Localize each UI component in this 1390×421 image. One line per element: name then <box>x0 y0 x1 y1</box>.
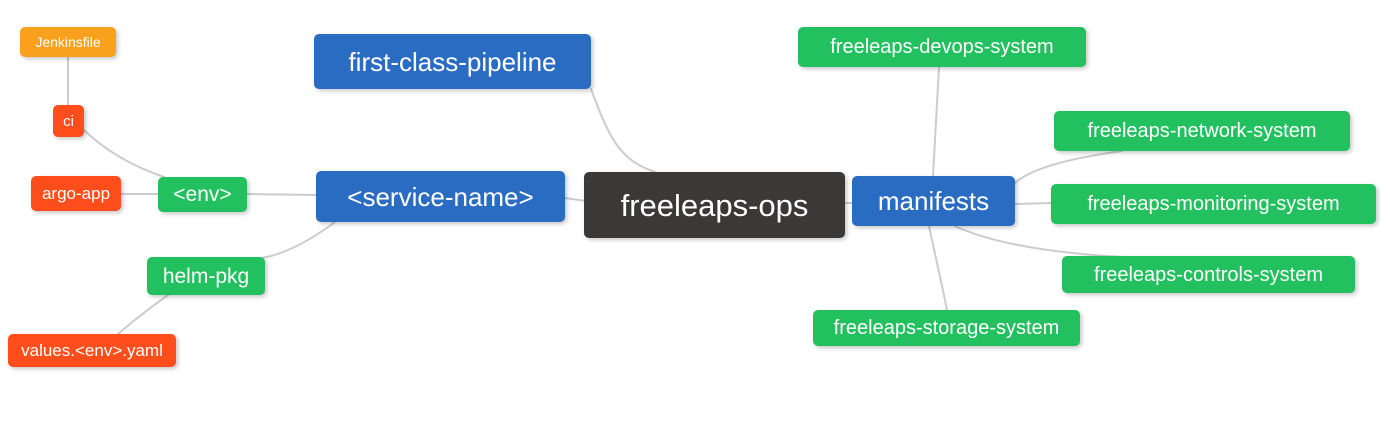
node-manifests[interactable]: manifests <box>852 176 1015 226</box>
node-argo-app[interactable]: argo-app <box>31 176 121 211</box>
edge-manifests-monitoring <box>1013 202 1052 205</box>
node-values-env-yaml[interactable]: values.<env>.yaml <box>8 334 176 367</box>
node-freeleaps-devops-system[interactable]: freeleaps-devops-system <box>798 27 1086 67</box>
edge-manifests-devops <box>932 66 940 177</box>
edge-root-fcp <box>590 88 656 173</box>
node-jenkinsfile[interactable]: Jenkinsfile <box>20 27 116 57</box>
edge-manifests-storage <box>928 225 948 311</box>
node-freeleaps-controls-system[interactable]: freeleaps-controls-system <box>1062 256 1355 293</box>
node-freeleaps-storage-system[interactable]: freeleaps-storage-system <box>813 310 1080 346</box>
node-env[interactable]: <env> <box>158 177 247 212</box>
node-freeleaps-monitoring-system[interactable]: freeleaps-monitoring-system <box>1051 184 1376 224</box>
edge-manifests-controls <box>954 225 1141 259</box>
edge-env-ci <box>83 129 165 178</box>
edge-service-helm-pkg <box>261 221 336 259</box>
edge-manifests-network <box>1013 150 1123 185</box>
edge-helm-pkg-values <box>117 294 169 335</box>
node-service-name[interactable]: <service-name> <box>316 171 565 222</box>
edge-root-service <box>564 197 587 202</box>
node-freeleaps-network-system[interactable]: freeleaps-network-system <box>1054 111 1350 151</box>
node-freeleaps-ops-root[interactable]: freeleaps-ops <box>584 172 845 238</box>
edge-service-env <box>246 193 317 196</box>
node-first-class-pipeline[interactable]: first-class-pipeline <box>314 34 591 89</box>
node-helm-pkg[interactable]: helm-pkg <box>147 257 265 295</box>
node-ci[interactable]: ci <box>53 105 84 137</box>
